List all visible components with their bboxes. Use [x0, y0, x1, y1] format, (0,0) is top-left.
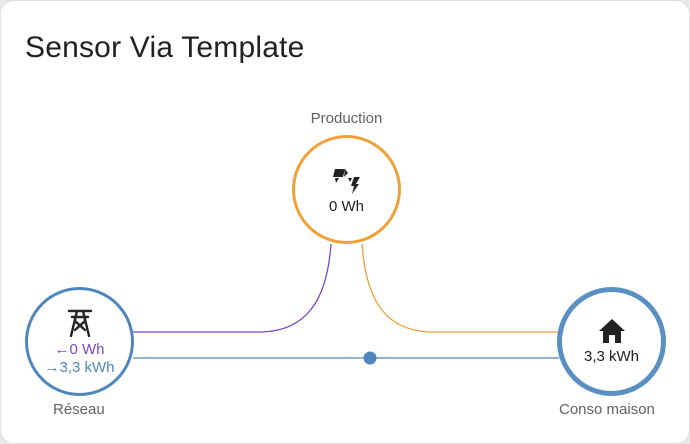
- flow-grid-to-home-dot: [363, 351, 377, 365]
- grid-label: Réseau: [53, 401, 105, 418]
- arrow-right-icon: →: [44, 358, 60, 376]
- home-circle[interactable]: 3,3 kWh: [557, 287, 666, 396]
- solar-label: Production: [310, 110, 383, 127]
- grid-circle[interactable]: ←0 Wh →3,3 kWh: [25, 287, 134, 396]
- home-label: Conso maison: [559, 401, 655, 418]
- solar-power-icon: [332, 169, 360, 194]
- solar-value: 0 Wh: [328, 198, 364, 215]
- arrow-left-icon: ←: [54, 340, 70, 358]
- grid-to-value: 3,3 kWh: [59, 358, 115, 376]
- grid-consumption: ←0 Wh: [54, 341, 104, 359]
- flow-solar-to-grid: [133, 243, 332, 333]
- flow-solar-to-home: [361, 243, 559, 333]
- solar-circle[interactable]: 0 Wh: [292, 135, 401, 244]
- transmission-tower-icon: [67, 309, 92, 337]
- card-title: Sensor Via Template: [25, 31, 305, 64]
- home-value: 3,3 kWh: [583, 348, 640, 365]
- grid-return: →3,3 kWh: [44, 359, 114, 377]
- home-icon: [598, 319, 625, 343]
- grid-from-value: 0 Wh: [69, 340, 105, 358]
